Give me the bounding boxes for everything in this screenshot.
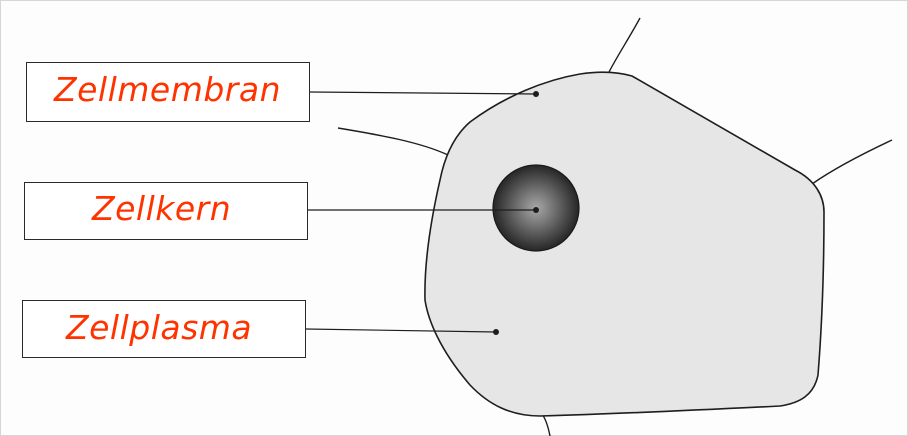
leader-line-zellmembran [309,91,537,95]
dot-zellmembran [533,91,539,97]
wall-bottom [541,413,551,436]
leader-line-zellplasma [305,328,497,333]
wall-top-left [337,127,449,156]
leader-lines [305,91,537,333]
wall-top-right [607,17,641,75]
label-zellplasma: Zellplasma [60,304,259,352]
label-zellmembran: Zellmembran [48,66,287,114]
label-zellkern: Zellkern [86,185,238,233]
neighbor-cell-walls [337,17,893,436]
dot-zellplasma [493,329,499,335]
dot-zellkern [533,207,539,213]
cell-membrane [424,71,825,417]
pointer-dots [493,91,539,335]
wall-right [811,139,893,185]
